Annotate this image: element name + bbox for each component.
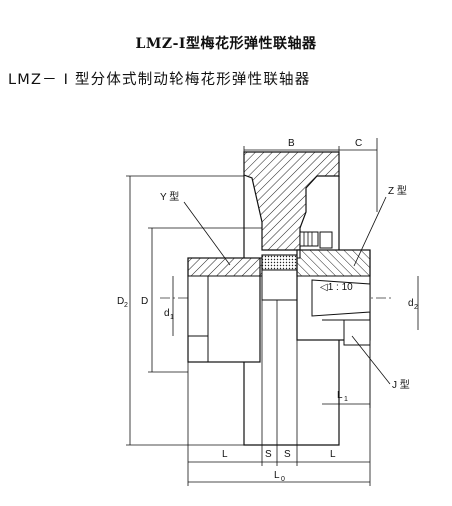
label-c: C [355, 138, 362, 149]
label-l1-sub: 1 [344, 396, 348, 403]
label-taper: ◁1 : 10 [320, 282, 353, 293]
right-hub-end [343, 319, 371, 346]
label-y-type: Y 型 [160, 190, 179, 203]
elastic-spider [261, 254, 298, 271]
leader-z [353, 196, 387, 267]
bolt-nut [299, 231, 319, 247]
label-s-right: S [284, 449, 291, 460]
leader-y [183, 201, 231, 266]
label-d1-sub: 1 [170, 314, 174, 321]
label-d2: D [117, 296, 124, 307]
leader-j [351, 335, 391, 385]
label-l-left: L [222, 449, 228, 460]
right-hub-section [296, 249, 371, 277]
bolt-head [319, 231, 333, 249]
drawing-title: LMZ-I型梅花形弹性联轴器 [135, 36, 317, 52]
label-z-type: Z 型 [388, 184, 407, 197]
label-d2-right: d [408, 298, 414, 309]
label-l-right: L [330, 449, 336, 460]
label-l1: L [337, 390, 343, 401]
left-hub-section [187, 257, 263, 277]
label-d: D [141, 296, 148, 307]
label-l0: L [274, 470, 280, 481]
elastic-spider-lower [261, 269, 298, 301]
label-l0-sub: 0 [281, 476, 285, 483]
right-hub-bore-taper [311, 279, 371, 317]
label-j-type: J 型 [392, 378, 410, 391]
label-d2-right-sub: 2 [414, 304, 418, 311]
label-s-left: S [265, 449, 272, 460]
left-hub-shaft-bore [187, 275, 209, 337]
drawing-subtitle: LMZ－ Ⅰ 型分体式制动轮梅花形弹性联轴器 [8, 72, 311, 88]
label-b: B [288, 138, 295, 149]
label-d1: d [164, 308, 170, 319]
label-d2-sub: 2 [124, 302, 128, 309]
